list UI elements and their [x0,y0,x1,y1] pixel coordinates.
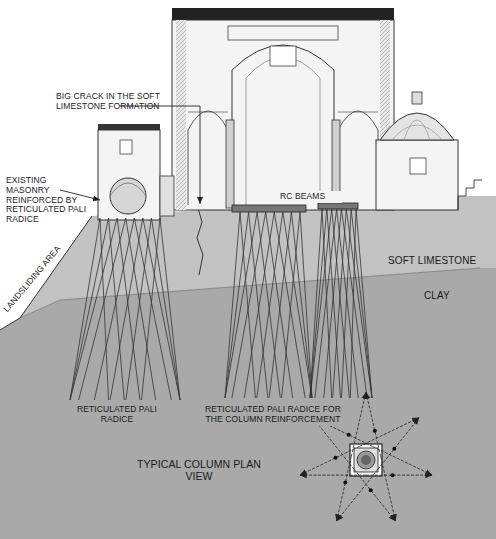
church-body [172,20,394,210]
callout-label: BIG CRACK IN THE SOFT LIMESTONE FORMATIO… [56,92,176,112]
leader-line [120,106,200,204]
callout-label: TYPICAL COLUMN PLAN VIEW [124,458,274,482]
callout-label: EXISTING MASONRY REINFORCED BY RETICULAT… [6,176,88,225]
callout-label: RETICULATED PALI RADICE FOR THE COLUMN R… [196,404,350,426]
micropiles [70,209,372,400]
chapel [376,140,458,210]
rc-beam [232,205,306,212]
callout-label: RC BEAMS [278,191,342,203]
masonry-annex [98,130,160,220]
callout-label: CLAY [424,290,484,302]
callout-label: RETICULATED PALI RADICE [60,404,174,426]
roof [172,8,394,20]
callout-label: SOFT LIMESTONE [388,255,488,267]
